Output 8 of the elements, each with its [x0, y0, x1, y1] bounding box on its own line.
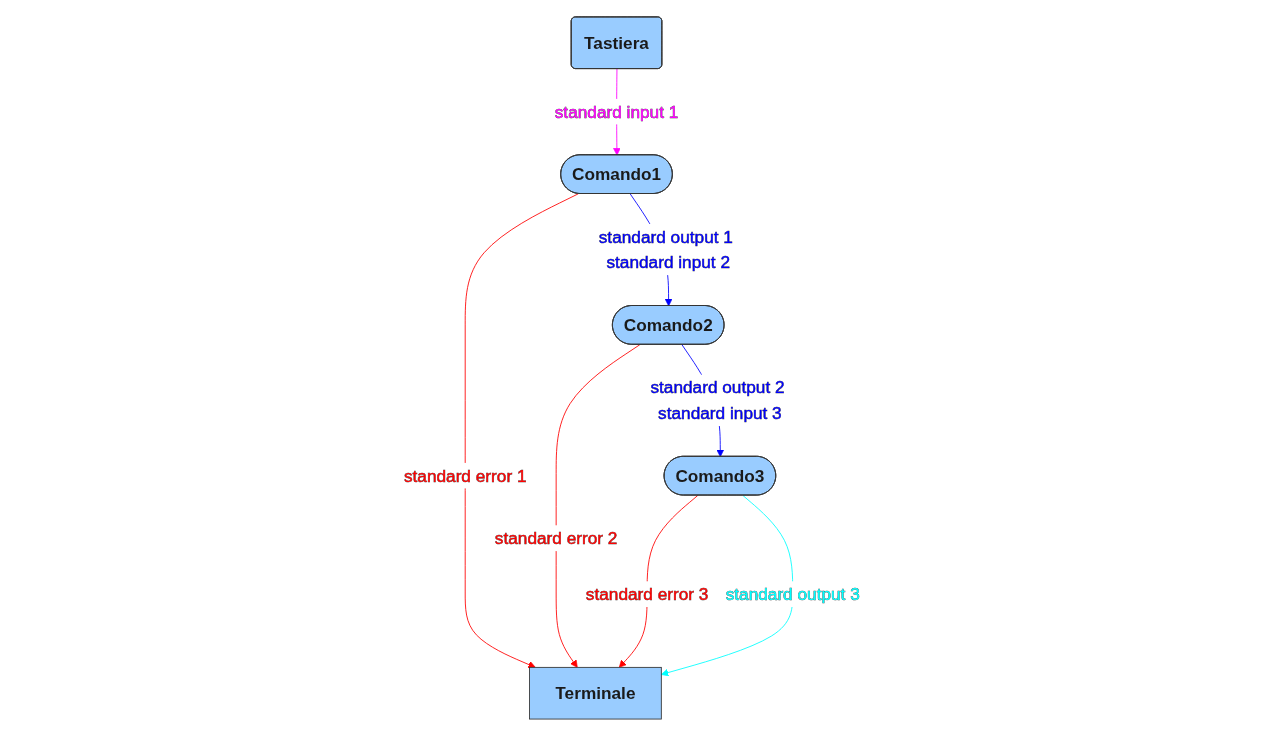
node-box: Terminale	[528, 666, 662, 720]
edge-label: standard output 2 standard input 3	[650, 377, 785, 423]
edge-label: standard output 1 standard input 2	[598, 227, 733, 272]
edge-label: standard output 3	[725, 584, 860, 604]
edge-label: standard error 3	[585, 584, 709, 604]
edge-label: standard error 2	[494, 528, 618, 548]
edge-label: standard input 1	[554, 102, 678, 122]
edge-label: standard error 1	[403, 466, 527, 486]
